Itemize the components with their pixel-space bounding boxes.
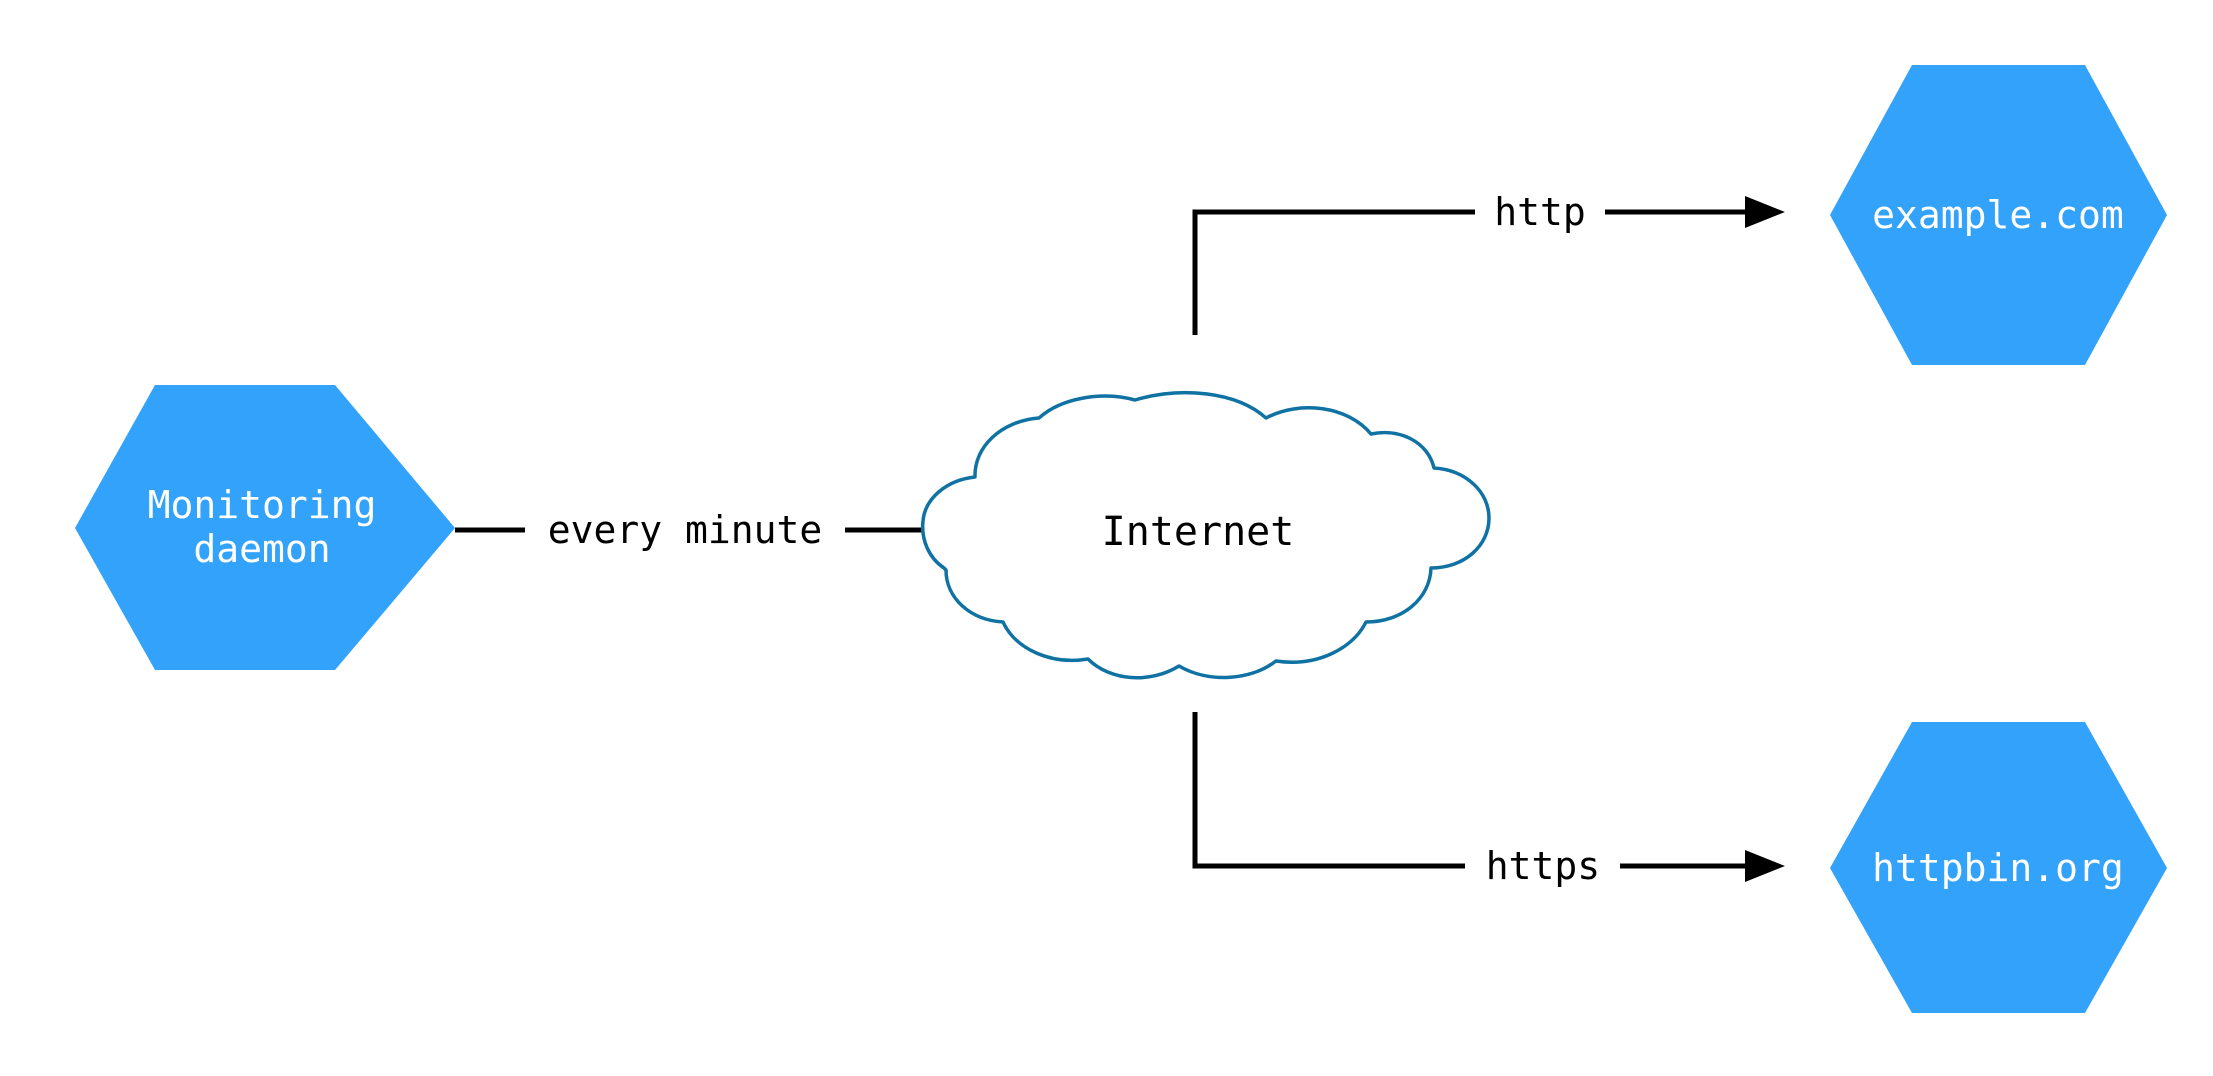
hexagon-shape-example-com (1830, 65, 2167, 365)
node-httpbin-org[interactable]: httpbin.org (1830, 722, 2167, 1013)
edge-path-top-branch (1192, 209, 1475, 335)
arrow-head-to-example (1745, 196, 1785, 228)
node-example-com[interactable]: example.com (1830, 65, 2167, 365)
arrow-head-to-httpbin (1745, 850, 1785, 882)
node-internet[interactable]: Internet (920, 390, 1491, 680)
hexagon-shape-monitoring-daemon (75, 385, 455, 670)
node-monitoring-daemon[interactable]: Monitoring daemon (75, 385, 455, 670)
node-label-monitoring-daemon-line2: daemon (193, 527, 330, 571)
edge-daemon-to-internet: every minute (455, 508, 975, 552)
hexagon-shape-httpbin-org (1830, 722, 2167, 1013)
node-label-internet: Internet (1102, 509, 1295, 555)
edge-label-https: https (1486, 844, 1600, 888)
edge-label-every-minute: every minute (548, 508, 823, 552)
edge-internet-to-httpbin: https (1192, 712, 1785, 888)
edge-path-bottom-branch (1192, 712, 1465, 869)
edge-internet-to-example: http (1192, 190, 1785, 335)
edge-label-http: http (1494, 190, 1586, 234)
node-label-example-com: example.com (1872, 193, 2124, 237)
node-label-httpbin-org: httpbin.org (1872, 846, 2124, 890)
cloud-shape-internet (920, 390, 1491, 680)
node-label-monitoring-daemon-line1: Monitoring (148, 483, 377, 527)
